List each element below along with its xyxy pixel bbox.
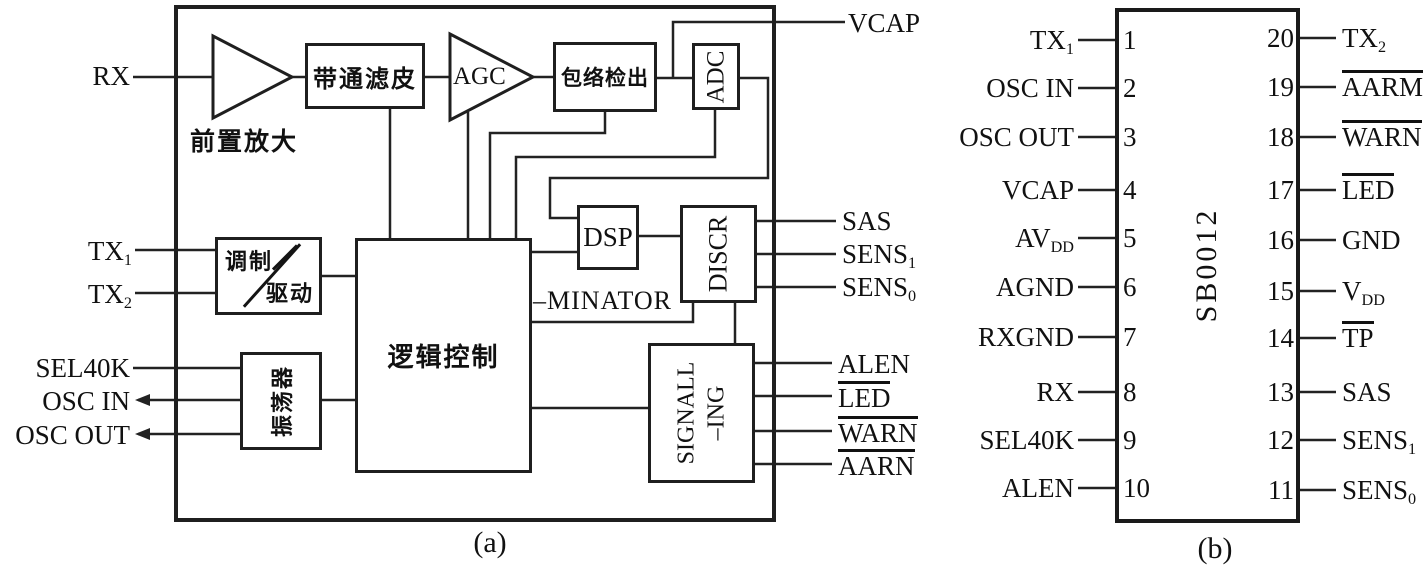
block-bandpass-filter: 带通滤皮 xyxy=(305,43,425,109)
pin-14-number: 14 xyxy=(1267,323,1294,353)
pin-20-number: 20 xyxy=(1267,23,1294,53)
pin-3-label: OSC OUT xyxy=(959,122,1074,152)
block-modulator-driver: 调制 驱动 xyxy=(215,237,322,315)
discriminator-label-cont: –MINATOR xyxy=(533,286,672,315)
pin-4-number: 4 xyxy=(1123,175,1137,205)
input-label-tx1: TX1 xyxy=(87,236,132,269)
pin-2-number: 2 xyxy=(1123,73,1137,103)
block-diagram-border xyxy=(174,5,776,522)
pin-1-label: TX1 xyxy=(1029,25,1074,58)
pin-7-number: 7 xyxy=(1123,322,1137,352)
pin-8-number: 8 xyxy=(1123,377,1137,407)
pin-13-label: SAS xyxy=(1342,377,1392,407)
pin-6-label: AGND xyxy=(996,272,1074,302)
pin-12-label: SENS1 xyxy=(1342,425,1417,458)
mod-slash-small xyxy=(271,244,299,271)
arrowheads xyxy=(135,394,150,440)
pin-6-number: 6 xyxy=(1123,272,1137,302)
caption-a: (a) xyxy=(473,526,507,559)
pin-16-label: GND xyxy=(1342,225,1401,255)
output-label-sens1: SENS1 xyxy=(842,239,917,272)
input-label-rx: RX xyxy=(92,61,130,91)
input-label-osc-out: OSC OUT xyxy=(15,420,130,450)
input-label-tx2: TX2 xyxy=(87,279,132,312)
pin-12-number: 12 xyxy=(1267,425,1294,455)
wires-pin-diagram xyxy=(1078,36,1336,492)
output-label-sas: SAS xyxy=(842,206,892,236)
pin-4-label: VCAP xyxy=(1001,175,1074,205)
amplifier-triangles xyxy=(211,31,537,123)
pin-2-label: OSC IN xyxy=(986,73,1074,103)
osc-out-arrow xyxy=(135,428,150,440)
block-oscillator: 振荡器 xyxy=(240,352,322,450)
block-discriminator: DISCR xyxy=(680,205,757,303)
pin-17-label: LED xyxy=(1342,173,1395,205)
output-label-alen: ALEN xyxy=(838,349,910,379)
pin-11-number: 11 xyxy=(1268,475,1294,505)
output-label-led: LED xyxy=(838,381,891,413)
block-logic-control: 逻辑控制 xyxy=(355,238,532,473)
preamp-label: 前置放大 xyxy=(190,129,299,156)
osc-in-arrow xyxy=(135,394,150,406)
pin-16-number: 16 xyxy=(1267,225,1294,255)
pin-19-number: 19 xyxy=(1267,72,1294,102)
pin-5-label: AVDD xyxy=(1015,223,1074,256)
agc-triangle xyxy=(448,31,537,123)
pin-10-label: ALEN xyxy=(1002,473,1074,503)
pin-7-label: RXGND xyxy=(977,322,1074,352)
pin-18-label: WARN xyxy=(1342,120,1422,152)
pin-18-number: 18 xyxy=(1267,122,1294,152)
input-label-sel40k: SEL40K xyxy=(35,353,131,383)
chip-body xyxy=(1115,8,1300,523)
pin-20-label: TX2 xyxy=(1342,23,1387,56)
output-label-sens0: SENS0 xyxy=(842,272,917,305)
block-envelope-detector: 包络检出 xyxy=(553,42,657,112)
wires-block-diagram xyxy=(133,20,845,466)
chip-name: SB0012 xyxy=(1190,207,1223,323)
pin-17-number: 17 xyxy=(1267,175,1294,205)
pin-15-number: 15 xyxy=(1267,276,1294,306)
output-label-warn: WARN xyxy=(838,416,918,448)
agc-label: AGC xyxy=(453,63,506,90)
block-signalling: SIGNALL –ING xyxy=(648,343,755,483)
caption-b: (b) xyxy=(1197,532,1233,565)
pin-1-number: 1 xyxy=(1123,25,1137,55)
pin-8-label: RX xyxy=(1036,377,1074,407)
pin-13-number: 13 xyxy=(1267,377,1294,407)
pin-9-number: 9 xyxy=(1123,425,1137,455)
pin-11-label: SENS0 xyxy=(1342,475,1417,508)
preamp-triangle xyxy=(211,33,296,121)
pin-3-number: 3 xyxy=(1123,122,1137,152)
input-label-osc-in: OSC IN xyxy=(42,386,130,416)
pin-10-number: 10 xyxy=(1123,473,1150,503)
pin-15-label: VDD xyxy=(1342,276,1385,309)
pin-9-label: SEL40K xyxy=(979,425,1075,455)
block-adc: ADC xyxy=(692,43,740,110)
pin-14-label: TP xyxy=(1342,321,1374,353)
block-dsp: DSP xyxy=(577,205,639,270)
pin-19-label: AARM xyxy=(1342,70,1424,102)
pin-5-number: 5 xyxy=(1123,223,1137,253)
output-label-aarn: AARN xyxy=(838,449,915,481)
output-label-vcap: VCAP xyxy=(848,8,921,38)
